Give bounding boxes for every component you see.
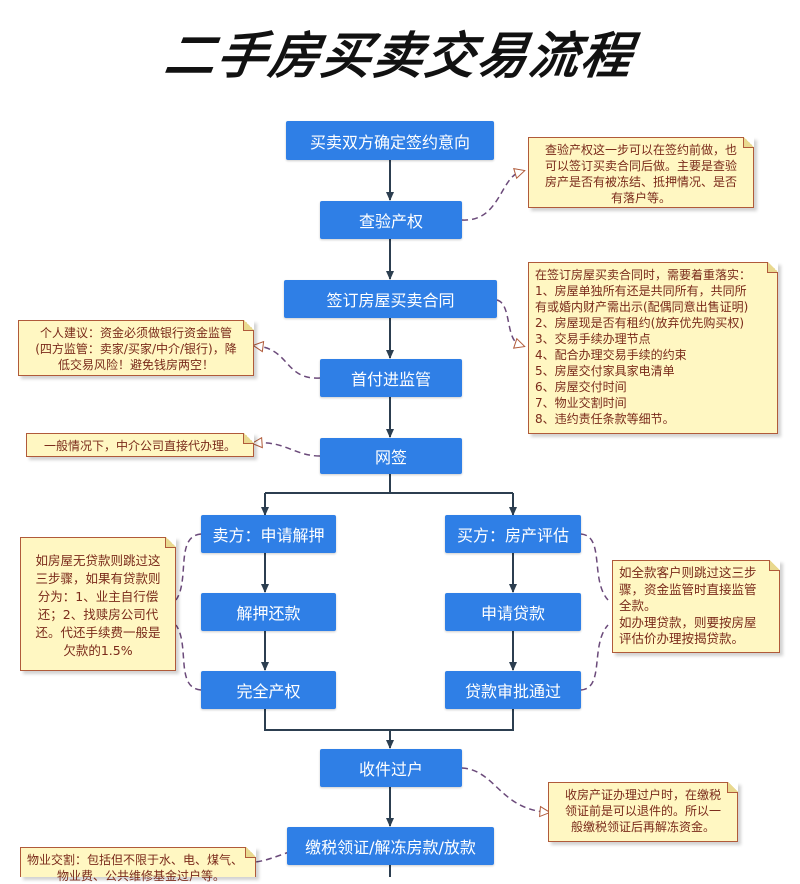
step-sign-contract: 签订房屋买卖合同	[284, 280, 497, 318]
dash-buyer-note	[580, 533, 609, 691]
note-online-sign: 一般情况下，中介公司直接代办理。	[26, 433, 254, 457]
dash-check-note	[461, 172, 520, 221]
dash-seller-note	[175, 533, 202, 691]
note-fold-icon	[245, 847, 256, 858]
step-confirm-intent: 买卖双方确定签约意向	[286, 121, 494, 160]
note-fold-icon	[743, 137, 754, 148]
step-seller-repay: 解押还款	[201, 593, 336, 631]
step-check-ownership: 查验产权	[320, 201, 462, 239]
note-fold-icon	[767, 262, 778, 273]
note-fold-icon	[165, 537, 176, 548]
note-sign-contract: 在签订房屋买卖合同时，需要着重落实： 1、房屋单独所有还是共同所有，共同所 有或…	[528, 262, 778, 434]
note-seller-branch: 如房屋无贷款则跳过这 三步骤，如果有贷款则 分为：1、业主自行偿 还；2、找赎房…	[20, 537, 176, 671]
note-fold-icon	[769, 560, 780, 571]
step-buyer-appraisal: 买方：房产评估	[445, 515, 581, 553]
branch-split	[265, 474, 513, 494]
note-escrow: 个人建议：资金必须做银行资金监管 (四方监管：卖家/买家/中介/银行)，降 低交…	[18, 320, 254, 376]
note-transfer-filing: 收房产证办理过户时，在缴税 领证前是可以退件的。所以一 般缴税领证后再解冻资金。	[548, 782, 738, 842]
note-fold-icon	[727, 782, 738, 793]
dash-sign-note	[496, 299, 520, 345]
step-transfer-filing: 收件过户	[320, 749, 462, 787]
note-property-handover: 物业交割：包括但不限于水、电、煤气、 物业费、公共维修基金过户等。	[20, 847, 256, 883]
dash-collect-note	[461, 767, 545, 812]
step-buyer-loan-approved: 贷款审批通过	[445, 671, 581, 709]
note-fold-icon	[243, 320, 254, 331]
step-buyer-apply-loan: 申请贷款	[445, 593, 581, 631]
dash-escrow-note	[258, 346, 321, 379]
note-check-ownership: 查验产权这一步可以在签约前做，也 可以签订买卖合同后做。主要是查验 房产是否有被…	[528, 137, 754, 208]
step-seller-full-ownership: 完全产权	[201, 671, 336, 709]
note-buyer-branch: 如全款客户则跳过这三步 骤，资金监管时直接监管 全款。 如办理贷款，则要按房屋 …	[612, 560, 780, 653]
step-seller-release-mortgage: 卖方：申请解押	[201, 515, 336, 553]
step-down-payment-escrow: 首付进监管	[320, 359, 462, 397]
step-tax-certificate-loan: 缴税领证/解冻房款/放款	[287, 827, 494, 865]
note-fold-icon	[243, 433, 254, 444]
dash-netsign-note	[257, 443, 321, 457]
step-online-sign: 网签	[320, 438, 462, 474]
dash-tax-note	[254, 845, 321, 863]
